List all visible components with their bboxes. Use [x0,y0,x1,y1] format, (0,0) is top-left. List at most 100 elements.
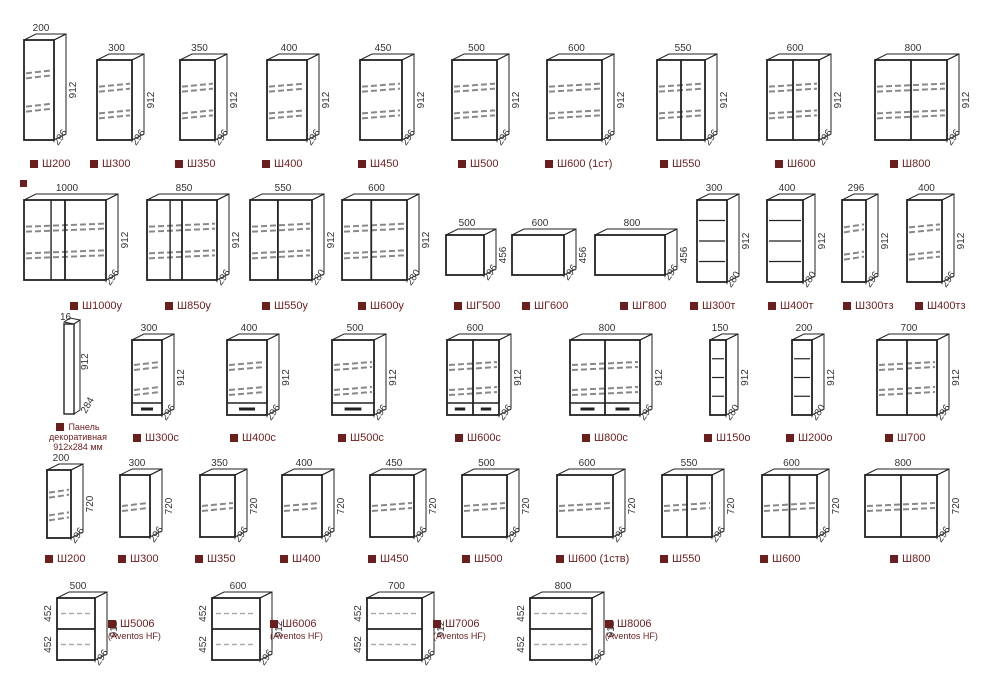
width-dim: 300 [141,323,158,334]
cabinet-code: Ш350 [207,553,236,565]
side-face [704,53,718,141]
cabinet-label: Ш400т [768,300,813,312]
label-marker-icon [433,620,441,628]
height-dim: 720 [336,497,347,514]
height-dim: 912 [281,369,292,386]
cabinet-code: Ш700 [897,432,926,444]
label-marker-icon [890,555,898,563]
width-dim: 550 [275,183,292,194]
shelf-line [268,114,306,120]
shelf-line [908,228,941,234]
shelf-line [866,507,936,512]
shelf-line [148,227,216,233]
width-dim: 400 [296,458,313,469]
label-marker-icon [582,434,590,442]
cabinet-label: Ш550у [262,300,308,312]
shelf-line [866,502,936,507]
cabinet-subtitle: (Aventos HF) [433,631,486,641]
shelf-line [251,227,311,233]
width-dim: 400 [779,183,796,194]
shelf-line [571,361,639,366]
label-marker-icon [522,302,530,310]
shelf-line [453,114,496,120]
cabinet-label: Ш200 [45,553,85,565]
height-dim: 720 [951,497,962,514]
cabinet-label: Ш1000у [70,300,122,312]
cabinet-label: Ш600 [760,553,800,565]
width-dim: 1000 [56,183,79,194]
side-face [726,193,740,283]
cabinet-label: Ш400 [262,158,302,170]
cabinet-label: Ш400тз [915,300,966,312]
shelf-line [228,361,266,366]
cabinet-code: ШГ800 [632,300,667,312]
cabinet-code: Ш600 [787,158,816,170]
top-face [266,53,320,61]
cabinet-label: Ш300тз [843,300,894,312]
shelf-line [876,109,946,115]
shelf-line [908,223,941,229]
height-dim: 456 [498,246,509,263]
shelf-line [268,82,306,88]
shelf-line [251,254,311,260]
cabinet-code: Ш8006 [617,618,652,630]
shelf-line [148,222,216,228]
height-dim: 912 [109,620,120,637]
cabinet-label: ШГ500 [454,300,500,312]
drawer-handle-icon [141,407,153,411]
shelf-line [201,507,234,512]
width-dim: 450 [386,458,403,469]
shelf-line [133,386,161,391]
height-dim: 912 [229,91,240,108]
front-face [511,234,565,276]
label-marker-icon [262,302,270,310]
cabinet-label: Ш300 [118,553,158,565]
cabinet-code: Ш550 [672,158,701,170]
shelf-line [571,391,639,396]
label-marker-icon [885,434,893,442]
height-dim: 456 [679,246,690,263]
cabinet-code: Ш500с [350,432,384,444]
shelf-line [98,114,131,120]
side-face [216,193,230,281]
cabinet-label: Ш600с [455,432,501,444]
width-dim: 400 [241,323,258,334]
cabinet-code: Ш400тз [927,300,966,312]
shelf-line [25,102,53,108]
shelf-line [148,254,216,260]
cabinet-code: Ш300с [145,432,179,444]
cabinet-code: Ш550 [672,553,701,565]
front-face [46,469,72,539]
label-marker-icon [462,555,470,563]
height-dim: 720 [521,497,532,514]
front-face [341,199,408,281]
label-marker-icon [620,302,628,310]
cabinet-label: Ш850у [165,300,211,312]
cabinet-code: Ш800с [594,432,628,444]
drawer-handle-icon [239,407,255,411]
width-dim: 296 [848,183,865,194]
side-face [406,193,420,281]
side-face [131,53,145,141]
shelf-line [333,366,373,371]
shelf-line [876,87,946,93]
